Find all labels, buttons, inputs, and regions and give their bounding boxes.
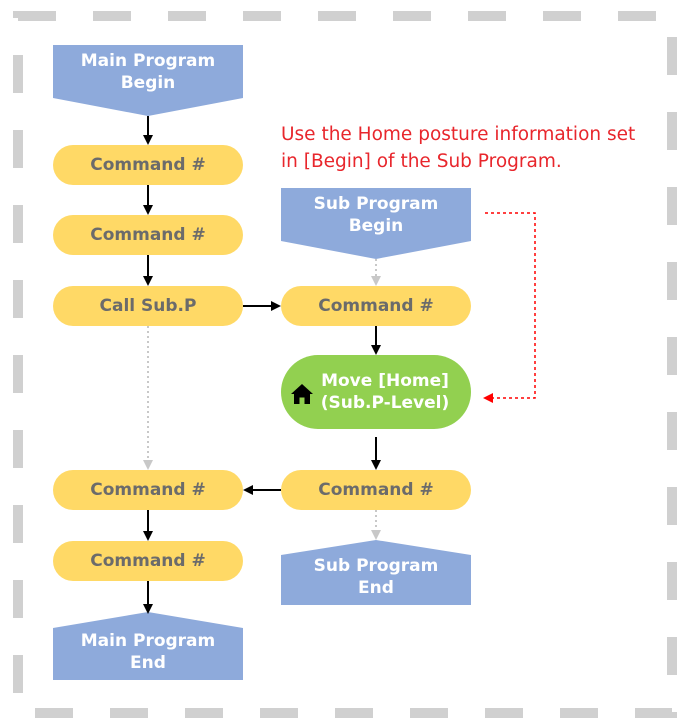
cmd2-label: Command # <box>90 225 206 245</box>
sub-end-label: Sub Program End <box>313 556 439 598</box>
call-sub-shape <box>53 286 243 326</box>
main-begin-shape <box>53 45 243 116</box>
cmd4-shape <box>53 541 243 581</box>
main-end-label: Main Program End <box>80 631 216 673</box>
cmd2-shape <box>53 215 243 255</box>
home-icon <box>291 384 313 404</box>
cmd1-label: Command # <box>90 155 206 175</box>
home-posture-note: Use the Home posture information set in … <box>281 124 636 172</box>
move-home-label: Move [Home] (Sub.P-Level) <box>320 371 450 413</box>
sub-begin-shape <box>281 188 471 259</box>
move-home-shape <box>281 355 471 429</box>
sub-cmd2-shape <box>281 470 471 510</box>
sub-end-shape <box>281 540 471 605</box>
sub-cmd2-label: Command # <box>318 480 434 500</box>
sub-cmd1-shape <box>281 286 471 326</box>
red-reference-arrow <box>483 212 536 403</box>
sub-begin-label: Sub Program Begin <box>313 194 439 236</box>
cmd4-label: Command # <box>90 551 206 571</box>
main-end-shape <box>53 612 243 680</box>
call-sub-label: Call Sub.P <box>99 296 197 316</box>
cmd3-label: Command # <box>90 480 206 500</box>
sub-cmd1-label: Command # <box>318 296 434 316</box>
main-begin-label: Main Program Begin <box>80 51 216 93</box>
cmd1-shape <box>53 145 243 185</box>
cmd3-shape <box>53 470 243 510</box>
